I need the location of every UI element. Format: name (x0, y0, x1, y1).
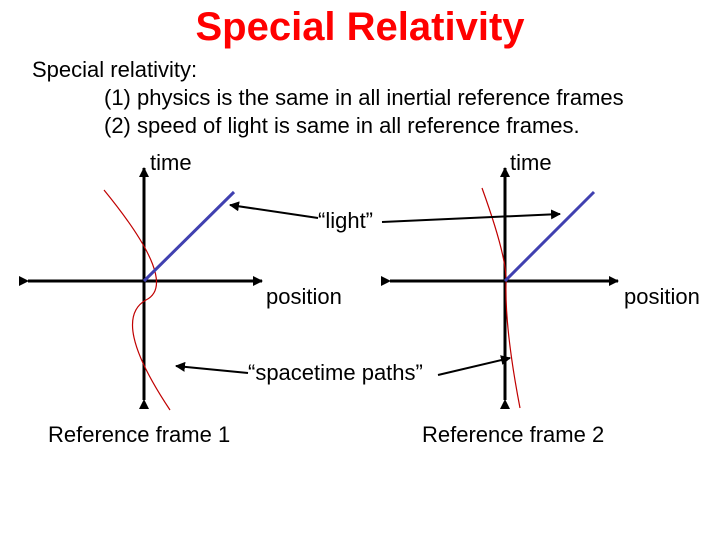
light-label: “light” (318, 208, 374, 233)
frame2-light-line (503, 190, 596, 283)
light-pointer-right (381, 209, 561, 223)
paths-pointer-right (437, 355, 511, 376)
slide-title: Special Relativity (195, 5, 525, 49)
frame2-caption: Reference frame 2 (422, 422, 605, 447)
light-pointer-left (229, 201, 319, 219)
intro-text: Special relativity: (32, 57, 198, 82)
paths-pointer-left (175, 361, 249, 374)
frame1-time-label: time (150, 150, 192, 175)
frame2-time-label: time (510, 150, 552, 175)
principle-2: (2) speed of light is same in all refere… (104, 113, 580, 138)
frame1-light-line (142, 190, 236, 283)
frame2-spacetime-path (481, 187, 521, 409)
spacetime-paths-label: “spacetime paths” (248, 360, 423, 385)
frame2-position-label: position (624, 284, 700, 309)
principle-1: (1) physics is the same in all inertial … (104, 85, 624, 110)
frame1-caption: Reference frame 1 (48, 422, 231, 447)
frame1-spacetime-path (103, 189, 171, 411)
frame1-position-label: position (266, 284, 342, 309)
